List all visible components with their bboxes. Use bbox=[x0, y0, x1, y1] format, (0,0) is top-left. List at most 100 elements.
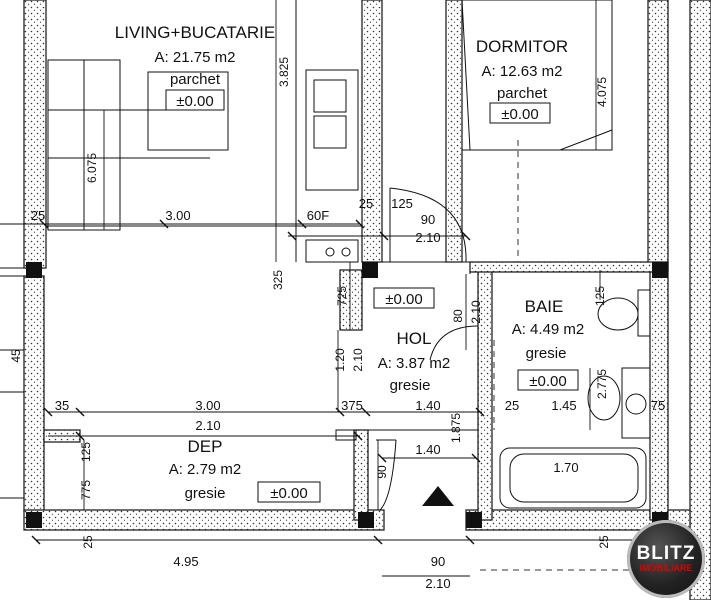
room-area: A: 12.63 m2 bbox=[482, 63, 563, 80]
wall-dormitor-right bbox=[647, 0, 669, 271]
entry-arrow-icon bbox=[422, 486, 454, 506]
dim-label: 775 bbox=[79, 480, 93, 500]
room-name: LIVING+BUCATARIE bbox=[115, 23, 275, 42]
pillar bbox=[652, 262, 668, 278]
dim-label: 325 bbox=[271, 270, 285, 290]
dim-label: 4.95 bbox=[173, 554, 198, 569]
wall-far-right bbox=[689, 0, 711, 600]
room-level: ±0.00 bbox=[270, 485, 307, 502]
dim-label: 2.10 bbox=[195, 418, 220, 433]
wall-bottom-left bbox=[23, 509, 385, 531]
kitchen-stove bbox=[313, 115, 347, 149]
room-hol: ±0.00 HOL A: 3.87 m2 gresie bbox=[373, 287, 451, 394]
dim-label: 1.875 bbox=[449, 413, 463, 443]
toilet-tank bbox=[637, 289, 651, 337]
dim-label: 1.70 bbox=[553, 460, 578, 475]
kitchen-counter bbox=[305, 69, 359, 191]
dim-label: 25 bbox=[505, 398, 519, 413]
dim-label: 6.075 bbox=[85, 153, 99, 183]
wall-left-lower bbox=[23, 275, 45, 513]
dim-label: 25 bbox=[31, 208, 45, 223]
room-name: HOL bbox=[397, 329, 432, 348]
room-living: LIVING+BUCATARIE A: 21.75 m2 parchet ±0.… bbox=[115, 23, 275, 111]
dim-label: 90 bbox=[421, 212, 435, 227]
kitchen-sink bbox=[313, 79, 347, 113]
dim-label: 35 bbox=[55, 398, 69, 413]
room-area: A: 3.87 m2 bbox=[378, 355, 451, 372]
dim-label: 1.40 bbox=[415, 398, 440, 413]
guide-lines bbox=[480, 140, 660, 571]
dim-label: 4.075 bbox=[595, 77, 609, 107]
dim-label: 125 bbox=[79, 442, 93, 462]
pillar bbox=[362, 262, 378, 278]
dim-label: 2.775 bbox=[595, 369, 609, 399]
room-name: DORMITOR bbox=[476, 37, 568, 56]
dim-label: 90 bbox=[375, 465, 389, 479]
dim-label: 125 bbox=[391, 196, 413, 211]
pillar bbox=[26, 512, 42, 528]
bathtub bbox=[499, 447, 647, 509]
pillar bbox=[26, 262, 42, 278]
dim-label: 90 bbox=[431, 554, 445, 569]
dim-label: 1.45 bbox=[551, 398, 576, 413]
wall-hol-stub bbox=[339, 269, 363, 331]
linework bbox=[0, 0, 651, 511]
sink bbox=[587, 375, 621, 421]
pillar bbox=[466, 512, 482, 528]
pillar bbox=[358, 512, 374, 528]
dim-label: 1.40 bbox=[415, 442, 440, 457]
dim-label: 2.10 bbox=[469, 300, 483, 324]
room-floor: gresie bbox=[185, 485, 226, 502]
room-area: A: 21.75 m2 bbox=[155, 49, 236, 66]
dim-label: 25 bbox=[359, 196, 373, 211]
room-floor: gresie bbox=[390, 377, 431, 394]
wall-dormitor-left bbox=[445, 0, 463, 263]
room-dormitor: DORMITOR A: 12.63 m2 parchet ±0.00 bbox=[476, 37, 568, 124]
dim-label: 25 bbox=[597, 535, 611, 549]
dim-label: 2.10 bbox=[415, 230, 440, 245]
dim-label: 3.00 bbox=[165, 208, 190, 223]
dim-label: 125 bbox=[593, 286, 607, 306]
dim-label: 75 bbox=[651, 398, 665, 413]
washer bbox=[621, 367, 651, 439]
room-area: A: 4.49 m2 bbox=[512, 321, 585, 338]
dim-label: 1.20 bbox=[333, 348, 347, 372]
room-level: ±0.00 bbox=[529, 373, 566, 390]
door-arc bbox=[389, 187, 467, 263]
room-level: ±0.00 bbox=[385, 291, 422, 308]
dimension-labels: 25 3.00 60F 25 125 90 2.10 3.825 6.075 4… bbox=[9, 57, 665, 591]
toilet-bowl bbox=[597, 297, 639, 331]
dim-label: 45 bbox=[9, 349, 23, 363]
dim-label: 375 bbox=[341, 398, 363, 413]
room-level: ±0.00 bbox=[176, 93, 213, 110]
room-floor: parchet bbox=[497, 85, 548, 102]
door-arc bbox=[379, 439, 397, 511]
logo-brand: BLITZ bbox=[636, 543, 696, 564]
dim-label: 80 bbox=[451, 309, 465, 323]
wall-hol-dep bbox=[353, 429, 369, 521]
dim-label: 2.10 bbox=[425, 576, 450, 591]
bathtub-inner bbox=[509, 453, 639, 503]
wall-living-right bbox=[361, 0, 383, 263]
dim-label: 60F bbox=[307, 208, 329, 223]
room-level: ±0.00 bbox=[501, 106, 538, 123]
room-baie: BAIE A: 4.49 m2 gresie ±0.00 bbox=[512, 297, 585, 391]
wall-living-left bbox=[23, 0, 47, 269]
wash-basin bbox=[305, 239, 359, 263]
dim-label: 725 bbox=[335, 286, 349, 306]
room-floor: gresie bbox=[526, 345, 567, 362]
room-floor: parchet bbox=[170, 71, 221, 88]
dim-label: 3.825 bbox=[277, 57, 291, 87]
dim-label: 3.00 bbox=[195, 398, 220, 413]
room-dep: DEP A: 2.79 m2 gresie ±0.00 bbox=[169, 437, 321, 503]
dim-label: 2.10 bbox=[351, 348, 365, 372]
room-area: A: 2.79 m2 bbox=[169, 461, 242, 478]
wall-baie-top bbox=[469, 261, 669, 273]
logo-sub: IMOBILIARE bbox=[639, 563, 693, 573]
room-name: BAIE bbox=[525, 297, 564, 316]
room-name: DEP bbox=[188, 437, 223, 456]
dimension-lines bbox=[0, 0, 700, 577]
table bbox=[147, 71, 229, 151]
wall-baie-right bbox=[649, 269, 669, 521]
